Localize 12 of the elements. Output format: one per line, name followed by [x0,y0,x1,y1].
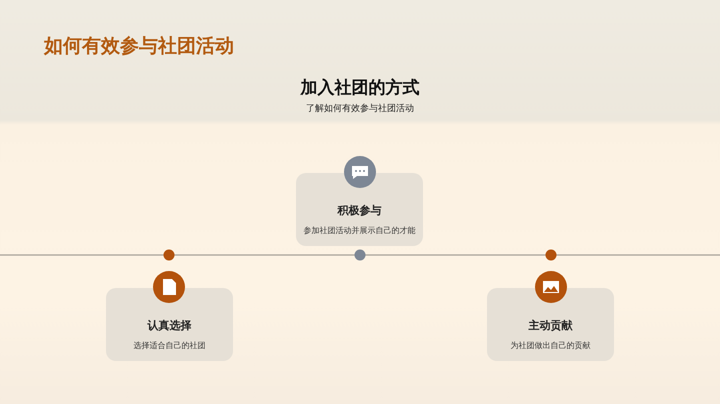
card-description: 参加社团活动并展示自己的才能 [302,225,416,237]
step-card [296,173,423,246]
card-description: 为社团做出自己的贡献 [510,340,592,352]
step-card [106,288,233,361]
card-heading: 积极参与 [338,203,382,218]
subtitle: 了解如何有效参与社团活动 [306,102,414,115]
step-card [487,288,614,361]
card-description: 选择适合自己的社团 [132,340,206,352]
card-heading: 认真选择 [148,318,192,333]
card-heading: 主动贡献 [528,318,572,333]
slide-title: 如何有效参与社团活动 [44,34,234,59]
section-heading: 加入社团的方式 [300,77,420,99]
